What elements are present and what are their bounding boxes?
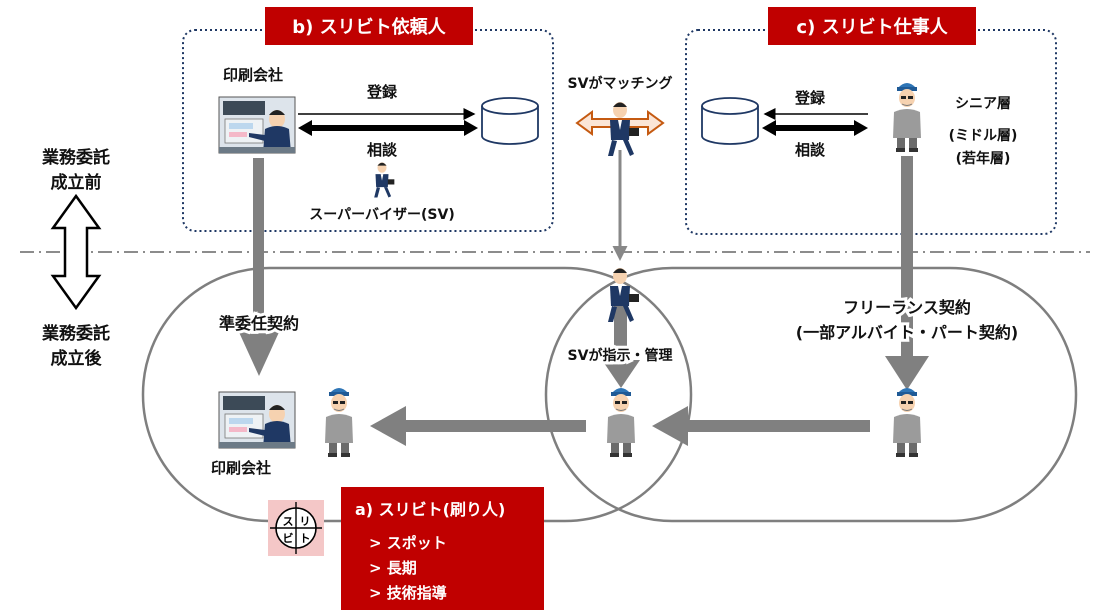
- header-b-client: b) スリビト依頼人: [265, 7, 473, 45]
- b-register-label: 登録: [366, 83, 398, 101]
- quasi-contract-label: 準委任契約: [219, 314, 299, 333]
- right-down-arrowhead: [885, 356, 929, 390]
- matching-label: SVがマッチング: [568, 75, 673, 92]
- c-database-icon: [701, 97, 759, 145]
- left-down-arrowhead: [238, 330, 280, 376]
- pre-label-line1: 業務委託: [42, 147, 110, 168]
- header-c-worker: c) スリビト仕事人: [768, 7, 976, 45]
- right-left-arrowhead: [652, 406, 688, 446]
- sv-matching-icon: [608, 102, 639, 156]
- sv-label: スーパーバイザー(SV): [309, 207, 454, 223]
- logo-char-3: ビ: [283, 531, 294, 545]
- a-box-title: a) スリビト(刷り人): [355, 500, 506, 519]
- phase-double-arrow: [50, 193, 102, 311]
- pre-label-line2: 成立前: [51, 172, 102, 193]
- sv-small-icon: [374, 162, 395, 198]
- worker-center-icon: [606, 387, 636, 458]
- c-register-label: 登録: [794, 89, 826, 107]
- logo-char-2: リ: [300, 515, 311, 528]
- suribito-logo: ス リ ビ ト: [268, 500, 324, 556]
- left-left-arrowhead: [370, 406, 406, 446]
- worker-right-icon: [892, 387, 922, 458]
- young-label: (若年層): [956, 150, 1011, 167]
- a-suribito-box: a) スリビト(刷り人) > スポット > 長期 > 技術指導: [341, 487, 544, 610]
- post-label-line2: 成立後: [51, 348, 103, 369]
- center-vertical-bar: [614, 300, 627, 360]
- left-horizontal-bar: [400, 420, 586, 432]
- a-box-item-spot: > スポット: [369, 534, 447, 552]
- senior-worker-icon: [892, 82, 922, 153]
- sv-manage-label: SVが指示・管理: [568, 347, 673, 364]
- b-database-icon: [481, 97, 539, 145]
- middle-label: (ミドル層): [949, 128, 1018, 144]
- bottom-company-label: 印刷会社: [211, 459, 271, 477]
- left-vertical-bar: [253, 158, 264, 358]
- logo-char-4: ト: [300, 532, 311, 545]
- right-stadium: [544, 266, 1078, 523]
- logo-char-1: ス: [283, 515, 294, 528]
- c-worker-box: [685, 29, 1057, 235]
- freelance-line2: (一部アルバイト・パート契約): [796, 323, 1018, 342]
- senior-label: シニア層: [955, 96, 1011, 112]
- post-label-line1: 業務委託: [42, 323, 110, 344]
- b-consult-label: 相談: [367, 141, 398, 159]
- worker-at-company-icon: [324, 387, 354, 458]
- b-company-label: 印刷会社: [223, 66, 283, 84]
- bottom-printer-icon: [218, 391, 296, 449]
- right-horizontal-bar: [680, 420, 870, 432]
- b-consult-double-arrow: [298, 120, 478, 136]
- freelance-line1: フリーランス契約: [843, 298, 971, 317]
- c-consult-label: 相談: [795, 141, 826, 159]
- c-consult-double-arrow: [762, 120, 868, 136]
- right-vertical-bar: [901, 156, 913, 356]
- a-box-item-tech: > 技術指導: [369, 584, 447, 602]
- a-box-item-long: > 長期: [369, 559, 417, 577]
- printer-worker-icon: [218, 96, 296, 154]
- center-down-arrowhead: [602, 360, 640, 388]
